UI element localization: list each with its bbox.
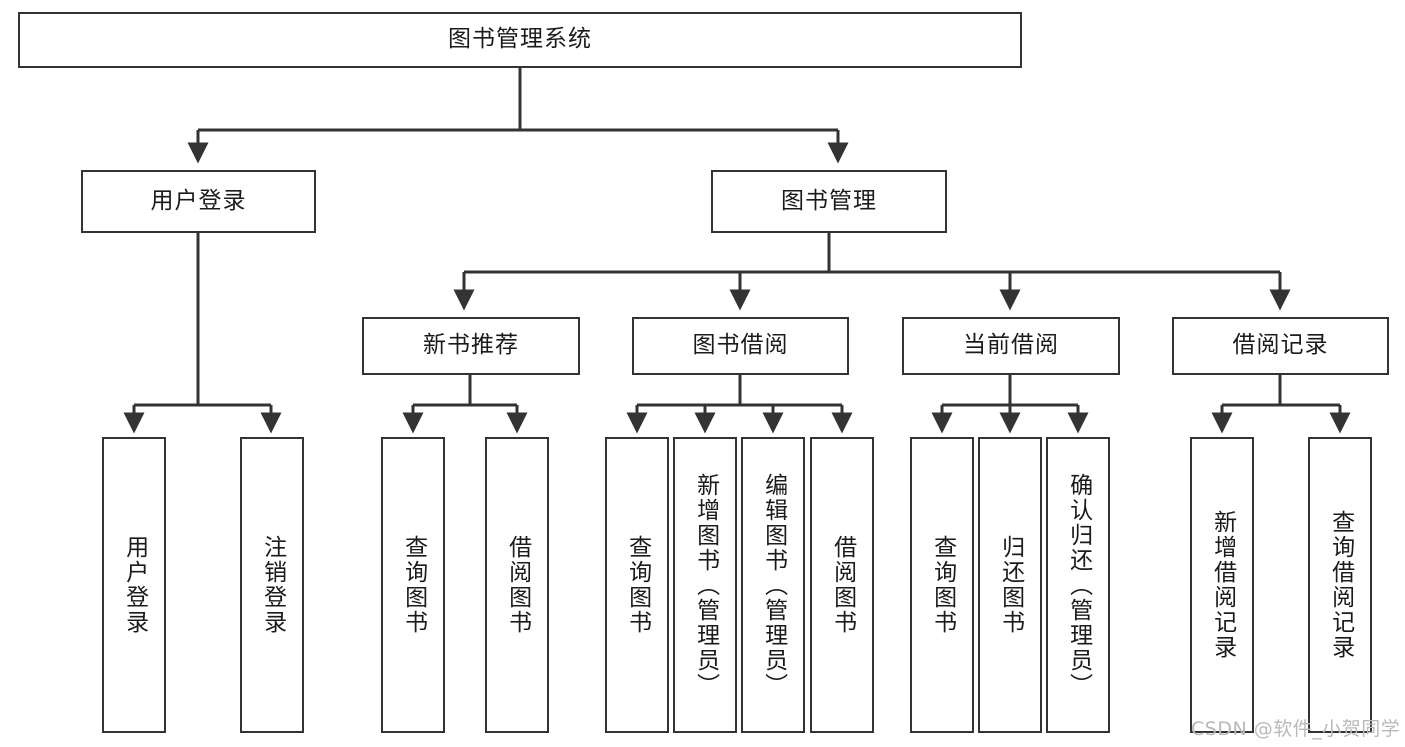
leaf-add-record-label: 新增借阅记录: [1209, 510, 1236, 660]
leaf-edit-book[interactable]: 编辑图书（管理员）: [741, 437, 805, 733]
leaf-edit-book-label: 编辑图书（管理员）: [760, 472, 787, 698]
leaf-user-logout-label: 注销登录: [259, 535, 286, 635]
leaf-query-book-1-label: 查询图书: [400, 535, 427, 635]
node-root-label: 图书管理系统: [448, 26, 592, 53]
node-book-manage[interactable]: 图书管理: [711, 170, 947, 233]
leaf-return-book-label: 归还图书: [997, 535, 1024, 635]
leaf-return-book[interactable]: 归还图书: [978, 437, 1042, 733]
leaf-query-record[interactable]: 查询借阅记录: [1308, 437, 1372, 733]
leaf-user-logout[interactable]: 注销登录: [240, 437, 304, 733]
leaf-query-book-1[interactable]: 查询图书: [381, 437, 445, 733]
leaf-borrow-book-1-label: 借阅图书: [504, 535, 531, 635]
node-book-manage-label: 图书管理: [781, 187, 877, 214]
leaf-query-book-2-label: 查询图书: [624, 535, 651, 635]
leaf-borrow-book-1[interactable]: 借阅图书: [485, 437, 549, 733]
leaf-user-login-label: 用户登录: [121, 535, 148, 635]
node-borrow-record-label: 借阅记录: [1232, 332, 1329, 359]
leaf-confirm-return[interactable]: 确认归还（管理员）: [1046, 437, 1110, 733]
node-new-book-rec[interactable]: 新书推荐: [362, 317, 580, 375]
leaf-confirm-return-label: 确认归还（管理员）: [1065, 472, 1092, 698]
leaf-add-book-label: 新增图书（管理员）: [692, 472, 719, 698]
leaf-add-record[interactable]: 新增借阅记录: [1190, 437, 1254, 733]
leaf-borrow-book-2-label: 借阅图书: [829, 535, 856, 635]
node-user-login-label: 用户登录: [150, 187, 247, 214]
leaf-query-book-3[interactable]: 查询图书: [910, 437, 974, 733]
leaf-query-record-label: 查询借阅记录: [1327, 510, 1354, 660]
node-user-login[interactable]: 用户登录: [81, 170, 316, 233]
leaf-user-login[interactable]: 用户登录: [102, 437, 166, 733]
node-current-borrow-label: 当前借阅: [963, 332, 1059, 359]
node-book-borrow-label: 图书借阅: [692, 332, 789, 359]
node-root[interactable]: 图书管理系统: [18, 12, 1022, 68]
csdn-watermark: CSDN @软件_小贺同学: [1191, 718, 1401, 740]
node-borrow-record[interactable]: 借阅记录: [1172, 317, 1389, 375]
node-current-borrow[interactable]: 当前借阅: [902, 317, 1120, 375]
leaf-add-book[interactable]: 新增图书（管理员）: [673, 437, 737, 733]
leaf-borrow-book-2[interactable]: 借阅图书: [810, 437, 874, 733]
node-new-book-rec-label: 新书推荐: [423, 332, 519, 359]
leaf-query-book-3-label: 查询图书: [929, 535, 956, 635]
leaf-query-book-2[interactable]: 查询图书: [605, 437, 669, 733]
node-book-borrow[interactable]: 图书借阅: [632, 317, 849, 375]
